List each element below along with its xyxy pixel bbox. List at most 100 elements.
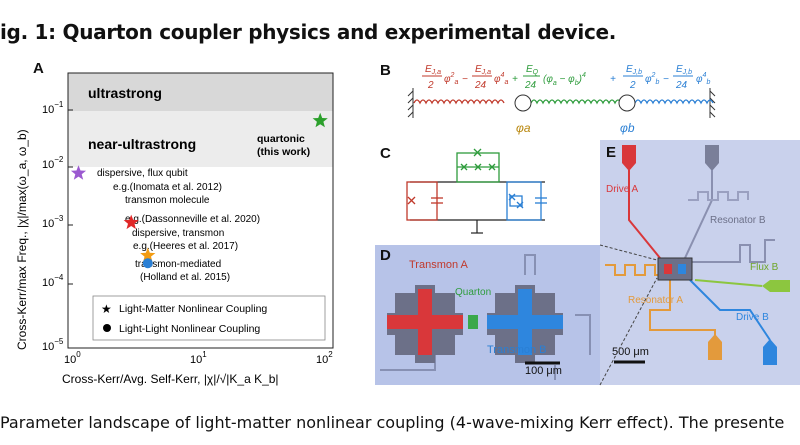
chip-transmon-b (678, 264, 686, 274)
x-tick-2: 102 (316, 350, 333, 366)
svg-text:+: + (610, 74, 616, 85)
transmon-a-vertical (418, 289, 432, 355)
bottom-left-port (708, 334, 722, 360)
annotation-holland: (Holland et al. 2015) (140, 272, 230, 283)
transmon-a-circuit (406, 181, 443, 221)
panel-label-e: E (606, 144, 617, 161)
data-point-star-4 (312, 112, 328, 128)
quartonic-sublabel: (this work) (257, 146, 310, 158)
mass-b (618, 94, 636, 112)
zoom-connector-bottom (599, 277, 658, 386)
svg-text:24: 24 (675, 80, 688, 91)
annotation-flux-qubit: dispersive, flux qubit (97, 168, 188, 179)
svg-text:EQ: EQ (526, 64, 539, 76)
top-port (705, 145, 719, 171)
y-tick-5: 10−5 (42, 337, 64, 353)
panel-label-b: B (380, 62, 391, 79)
drive-b-label: Drive B (736, 312, 769, 323)
svg-text:2: 2 (427, 80, 434, 91)
resonator-a-meander (605, 264, 671, 276)
panel-c-circuit (406, 148, 547, 234)
data-point-star-2 (140, 247, 156, 262)
data-point-star-1 (123, 214, 139, 230)
svg-text:EJ,b: EJ,b (676, 64, 692, 76)
quartonic-label: quartonic (257, 133, 305, 145)
data-point-dot-3 (142, 258, 153, 269)
panel-label-d: D (380, 247, 391, 264)
annotation-transmon-molecule: transmon molecule (125, 195, 210, 206)
figure-caption: Parameter landscape of light-matter nonl… (0, 413, 785, 432)
legend-box (92, 295, 326, 341)
plot-frame (67, 72, 334, 349)
chip-transmon-a (664, 264, 672, 274)
svg-text:24: 24 (524, 80, 537, 91)
resonator-a-line (649, 280, 716, 340)
data-point-star-0 (70, 165, 87, 180)
zoom-connectors (599, 244, 658, 386)
left-wall (407, 88, 414, 118)
quarton-circuit (456, 148, 500, 183)
quarton-label: Quarton (455, 287, 492, 298)
y-tick-2: 10−2 (42, 155, 64, 171)
drive-a-label: Drive A (606, 184, 639, 195)
resonator-b-meander (688, 191, 749, 201)
y-tick-marks (68, 109, 73, 285)
legend-dot-icon (103, 324, 111, 332)
legend-dot-label: Light-Light Nonlinear Coupling (119, 323, 260, 335)
panel-label-a: A (33, 60, 44, 77)
panel-a-chart: ultrastrong near-ultrastrong quartonic (… (15, 72, 334, 386)
chip-center (657, 257, 693, 281)
transmon-b-label: Transmon B (487, 344, 547, 356)
zoom-connector-top (599, 244, 658, 261)
drive-b-port (763, 339, 777, 365)
svg-text:EJ,b: EJ,b (626, 64, 642, 76)
phi-b-label: φb (620, 121, 635, 135)
svg-text:φ4b: φ4b (696, 72, 710, 86)
drive-a-line (628, 170, 661, 259)
flux-b-label: Flux B (750, 262, 779, 273)
flux-b-line (694, 279, 763, 287)
band-near-ultrastrong (68, 111, 333, 167)
annotation-heeres: e.g.(Heeres et al. 2017) (133, 241, 238, 252)
x-tick-0: 100 (64, 350, 81, 366)
resonator-a-label: Resonator A (628, 295, 684, 306)
svg-text:EJ,a: EJ,a (425, 64, 441, 76)
band-label-near-ultrastrong: near-ultrastrong (88, 136, 196, 152)
svg-text:φ4a: φ4a (494, 72, 508, 86)
panel-d-scale-label: 100 μm (525, 365, 562, 377)
y-axis-label: Cross-Kerr/max Freq., |χ|/max(ω_a, ω_b) (15, 129, 29, 350)
annotation-inomata: e.g.(Inomata et al. 2012) (113, 182, 222, 193)
y-tick-3: 10−3 (42, 214, 64, 230)
svg-text:φ2a: φ2a (444, 72, 458, 86)
x-tick-labels: 100 101 102 (64, 350, 333, 366)
top-line (684, 170, 713, 259)
transmon-b-circuit (506, 181, 547, 221)
spring-a (413, 99, 505, 105)
y-tick-4: 10−4 (42, 273, 64, 289)
panel-e-scale-label: 500 μm (612, 346, 649, 358)
svg-text:2: 2 (629, 80, 636, 91)
annotation-dassonneville: e.g.(Dassonneville et al. 2020) (125, 214, 260, 225)
svg-text:EJ,a: EJ,a (475, 64, 491, 76)
phi-a-label: φa (516, 121, 531, 135)
annotation-dispersive-transmon: dispersive, transmon (132, 228, 224, 239)
resonator-b-label: Resonator B (710, 215, 766, 226)
svg-text:φ2b: φ2b (645, 72, 659, 86)
transmon-a-label: Transmon A (409, 259, 468, 271)
figure-title: ig. 1: Quarton coupler physics and exper… (0, 20, 617, 44)
x-axis-label: Cross-Kerr/Avg. Self-Kerr, |χ|/√|K_a K_b… (62, 372, 279, 386)
chart-marks (70, 112, 328, 269)
band-label-ultrastrong: ultrastrong (88, 85, 162, 101)
flux-b-port (762, 280, 790, 292)
svg-text:−: − (462, 74, 468, 85)
svg-text:(φa − φb)4: (φa − φb)4 (543, 72, 586, 87)
mass-a (514, 94, 532, 112)
hamiltonian-equation: EJ,a 2 φ2a − EJ,a 24 φ4a + EQ 24 (φa − φ… (422, 64, 710, 91)
transmon-b-vertical (518, 289, 532, 355)
panel-e-micrograph: E Drive A Resonator B Flux B Resonator A… (600, 140, 800, 385)
svg-text:+: + (512, 74, 518, 85)
svg-text:−: − (663, 74, 669, 85)
legend-star-icon: ★ (101, 302, 112, 316)
panel-label-c: C (380, 145, 391, 162)
band-ultrastrong (68, 73, 333, 111)
